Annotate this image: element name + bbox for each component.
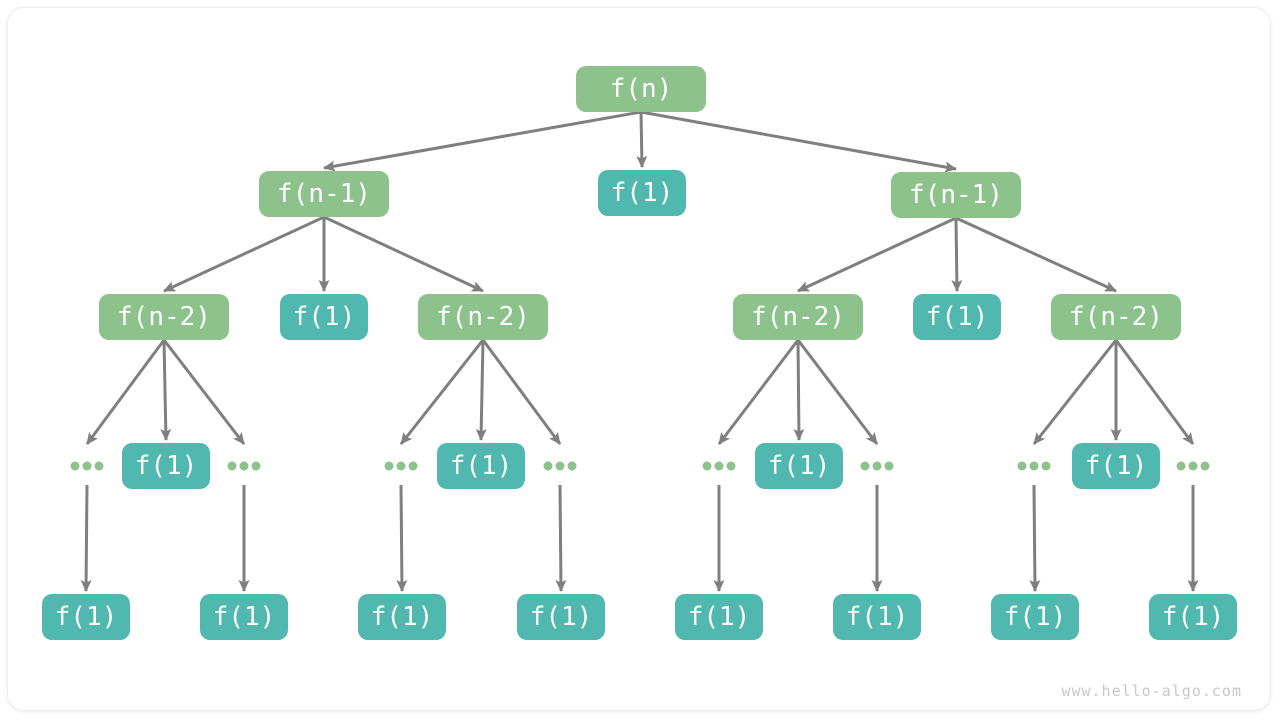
- ellipsis-dot: [860, 461, 870, 471]
- watermark: www.hello-algo.com: [1061, 682, 1242, 700]
- ellipsis-dot: [227, 461, 237, 471]
- ellipsis-dot: [726, 461, 736, 471]
- ellipsis-dot: [1188, 461, 1198, 471]
- ellipsis-dot: [94, 461, 104, 471]
- tree-node-f-1-: f(1): [200, 594, 288, 640]
- ellipsis-node: [1176, 461, 1210, 471]
- ellipsis-dot: [1029, 461, 1039, 471]
- ellipsis-node: [702, 461, 736, 471]
- ellipsis-dot: [408, 461, 418, 471]
- tree-node-f-1-: f(1): [122, 443, 210, 489]
- tree-node-f-n-2-: f(n-2): [733, 294, 863, 340]
- tree-node-f-1-: f(1): [358, 594, 446, 640]
- tree-node-f-1-: f(1): [42, 594, 130, 640]
- ellipsis-dot: [702, 461, 712, 471]
- ellipsis-dot: [555, 461, 565, 471]
- ellipsis-dot: [543, 461, 553, 471]
- ellipsis-dot: [384, 461, 394, 471]
- tree-node-f-1-: f(1): [1149, 594, 1237, 640]
- tree-node-f-n-1-: f(n-1): [891, 172, 1021, 218]
- ellipsis-node: [860, 461, 894, 471]
- tree-node-f-1-: f(1): [437, 443, 525, 489]
- ellipsis-dot: [251, 461, 261, 471]
- tree-node-f-1-: f(1): [913, 294, 1001, 340]
- ellipsis-dot: [884, 461, 894, 471]
- ellipsis-dot: [82, 461, 92, 471]
- tree-node-f-1-: f(1): [280, 294, 368, 340]
- ellipsis-dot: [396, 461, 406, 471]
- ellipsis-dot: [1200, 461, 1210, 471]
- ellipsis-node: [543, 461, 577, 471]
- tree-node-f-1-: f(1): [517, 594, 605, 640]
- ellipsis-dot: [239, 461, 249, 471]
- tree-node-f-n-2-: f(n-2): [1051, 294, 1181, 340]
- tree-node-f-1-: f(1): [833, 594, 921, 640]
- ellipsis-dot: [1017, 461, 1027, 471]
- tree-node-f-n-1-: f(n-1): [259, 171, 389, 217]
- ellipsis-node: [1017, 461, 1051, 471]
- tree-node-f-n-: f(n): [576, 66, 706, 112]
- tree-node-f-1-: f(1): [991, 594, 1079, 640]
- ellipsis-dot: [1041, 461, 1051, 471]
- ellipsis-dot: [872, 461, 882, 471]
- tree-node-f-1-: f(1): [598, 170, 686, 216]
- tree-node-f-n-2-: f(n-2): [418, 294, 548, 340]
- ellipsis-dot: [567, 461, 577, 471]
- ellipsis-dot: [714, 461, 724, 471]
- ellipsis-node: [70, 461, 104, 471]
- ellipsis-dot: [70, 461, 80, 471]
- tree-node-f-1-: f(1): [1072, 443, 1160, 489]
- ellipsis-node: [384, 461, 418, 471]
- ellipsis-dot: [1176, 461, 1186, 471]
- tree-node-f-1-: f(1): [675, 594, 763, 640]
- tree-node-f-n-2-: f(n-2): [99, 294, 229, 340]
- ellipsis-node: [227, 461, 261, 471]
- tree-node-f-1-: f(1): [755, 443, 843, 489]
